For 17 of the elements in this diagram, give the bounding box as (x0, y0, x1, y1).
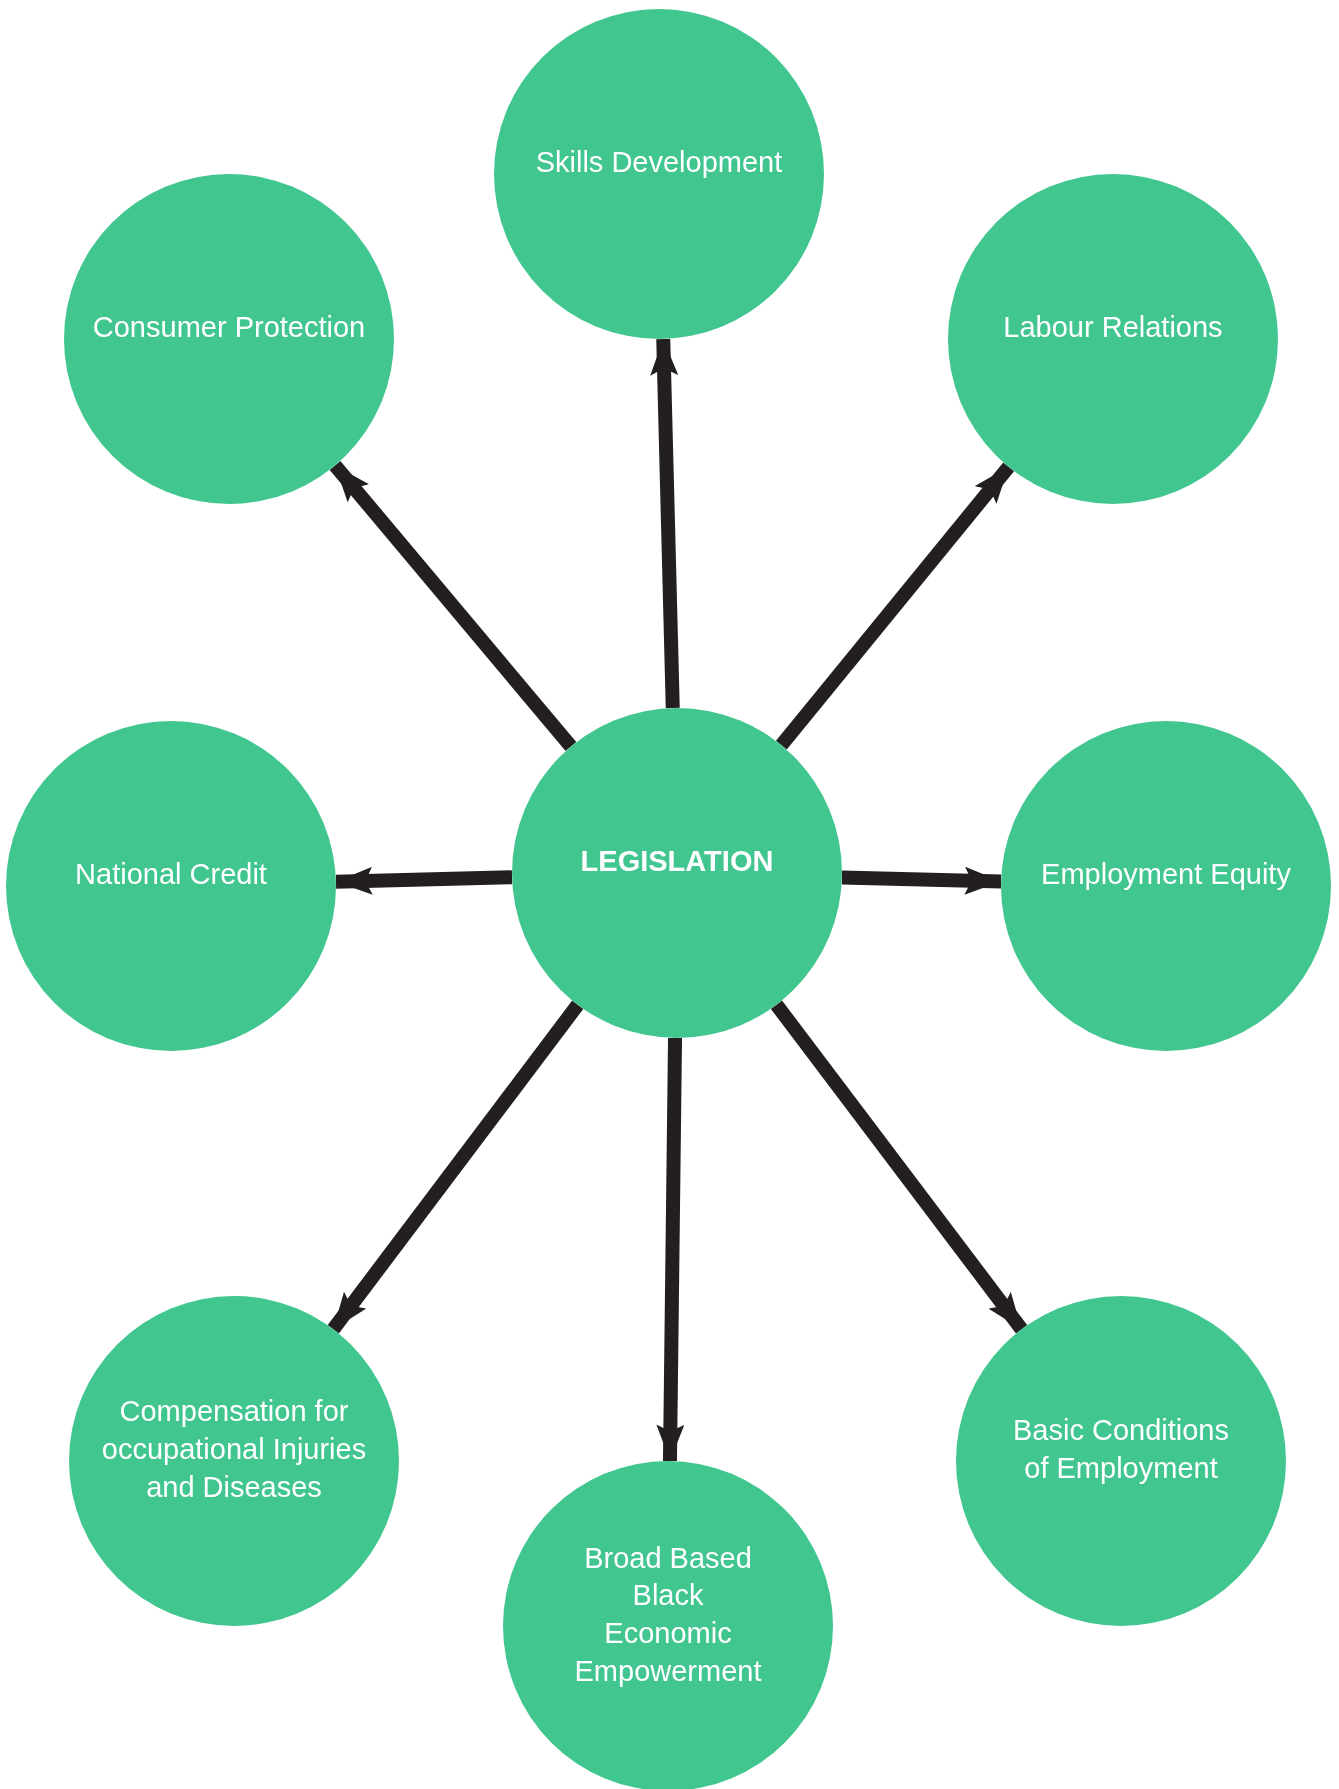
arrow (327, 1000, 584, 1334)
arrow (650, 338, 680, 709)
circle-label: Compensation for occupational Injuries and Diseases (100, 1394, 368, 1505)
arrow (775, 462, 1015, 750)
arrow (656, 1037, 685, 1462)
arrow (329, 460, 577, 752)
circle-label: LEGISLATION (580, 844, 774, 880)
arrow (770, 1000, 1028, 1334)
circle-label: Consumer Protection (92, 310, 366, 346)
circle-label: Labour Relations (1003, 310, 1223, 346)
circle-label: Basic Conditions of Employment (1012, 1413, 1230, 1486)
circle-label: Skills Development (535, 145, 783, 181)
arrow (841, 866, 1002, 895)
circle-label: National Credit (75, 857, 267, 893)
circle-label: Broad Based Black Economic Empowerment (574, 1540, 762, 1689)
arrow (335, 866, 513, 895)
circle-label: Employment Equity (1041, 857, 1291, 893)
